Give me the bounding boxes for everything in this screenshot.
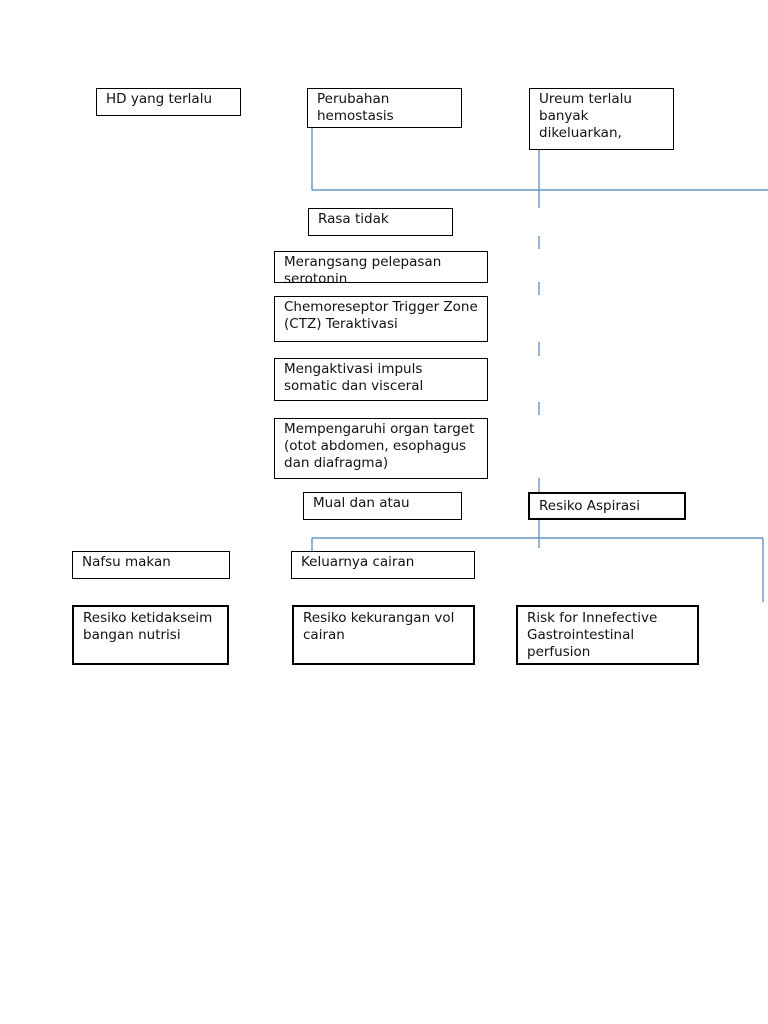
node-resiko-aspirasi: Resiko Aspirasi [528, 492, 686, 520]
node-merangsang: Merangsang pelepasan serotonin [274, 251, 488, 283]
node-mengaktivasi-text: Mengaktivasi impuls somatic dan visceral [284, 361, 424, 394]
node-chemoreseptor-text: Chemoreseptor Trigger Zone (CTZ) Terakti… [284, 299, 478, 332]
node-ureum: Ureum terlalu banyak dikeluarkan, [529, 88, 674, 150]
node-perubahan: Perubahan hemostasis [307, 88, 462, 128]
node-risk-gi-text: Risk for Innefective Gastrointestinal pe… [527, 610, 658, 660]
node-hd-text: HD yang terlalu [106, 91, 212, 107]
node-mual-text: Mual dan atau [313, 495, 410, 511]
node-rasa-text: Rasa tidak [318, 211, 389, 227]
node-resiko-aspirasi-text: Resiko Aspirasi [539, 498, 640, 514]
node-nafsu: Nafsu makan [72, 551, 230, 579]
node-mual: Mual dan atau [303, 492, 462, 520]
node-perubahan-text: Perubahan hemostasis [317, 91, 394, 124]
node-merangsang-text: Merangsang pelepasan serotonin [284, 254, 442, 283]
node-risk-gi: Risk for Innefective Gastrointestinal pe… [516, 605, 699, 665]
node-keluarnya-text: Keluarnya cairan [301, 554, 415, 570]
node-mempengaruhi: Mempengaruhi organ target (otot abdomen,… [274, 418, 488, 479]
node-nafsu-text: Nafsu makan [82, 554, 171, 570]
node-resiko-cairan: Resiko kekurangan vol cairan [292, 605, 475, 665]
node-ureum-text: Ureum terlalu banyak dikeluarkan, [539, 91, 632, 141]
node-resiko-cairan-text: Resiko kekurangan vol cairan [303, 610, 455, 643]
node-resiko-nutrisi: Resiko ketidakseimbangan nutrisi [72, 605, 229, 665]
node-hd: HD yang terlalu [96, 88, 241, 116]
node-keluarnya: Keluarnya cairan [291, 551, 475, 579]
node-chemoreseptor: Chemoreseptor Trigger Zone (CTZ) Terakti… [274, 296, 488, 342]
node-mempengaruhi-text: Mempengaruhi organ target (otot abdomen,… [284, 421, 475, 471]
node-resiko-nutrisi-text: Resiko ketidakseimbangan nutrisi [83, 610, 213, 643]
node-mengaktivasi: Mengaktivasi impuls somatic dan visceral [274, 358, 488, 401]
node-rasa: Rasa tidak [308, 208, 453, 236]
